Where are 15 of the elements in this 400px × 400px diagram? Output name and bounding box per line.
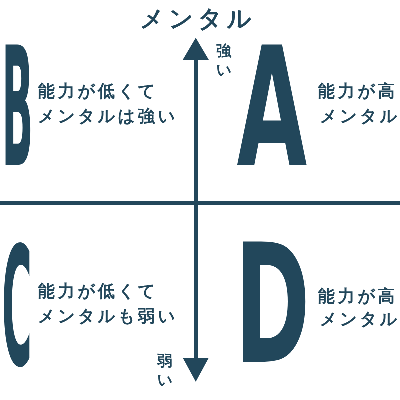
quadrant-letter: B	[2, 39, 34, 178]
quadrant-description: メンタル	[320, 109, 400, 126]
axis-end-label: 強い	[216, 42, 232, 80]
quadrant-description: メンタルも弱い	[38, 309, 178, 326]
quadrant-description: 能力が高	[318, 84, 398, 101]
quadrant-letter: A	[237, 39, 308, 178]
quadrant-description: 能力が低くて	[38, 84, 158, 101]
quadrant-letter: D	[235, 236, 310, 375]
axis-title: メンタル	[140, 7, 256, 31]
quadrant-description: メンタル	[320, 312, 400, 329]
quadrant-letter: C	[2, 239, 32, 378]
quadrant-description: 能力が低くて	[38, 284, 158, 301]
quadrant-description: 能力が高	[318, 289, 398, 306]
quadrant-description: メンタルは強い	[38, 109, 178, 126]
axis-end-label: 弱い	[157, 352, 173, 390]
